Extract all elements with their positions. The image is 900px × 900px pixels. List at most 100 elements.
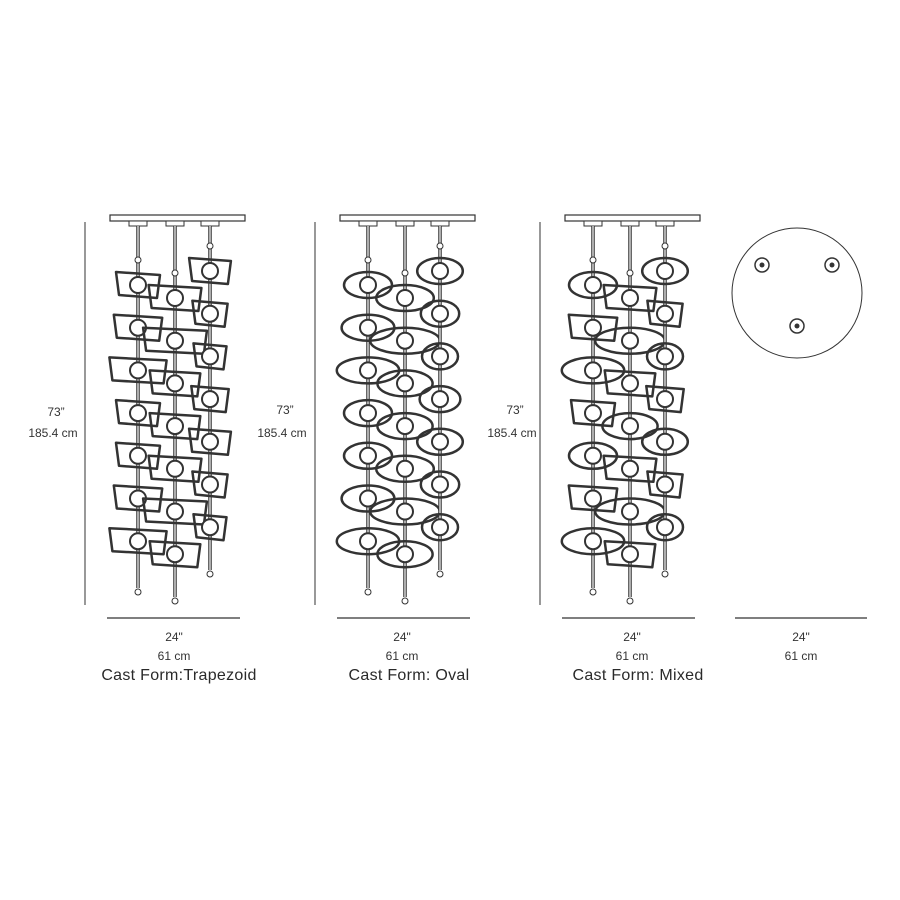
trapezoid-form	[569, 398, 617, 428]
light-globe	[396, 502, 414, 521]
light-globe	[621, 289, 639, 307]
canopy-port-center	[829, 262, 835, 268]
light-globe	[621, 545, 639, 564]
fixture-2-height-cm: 185.4 cm	[257, 426, 307, 440]
fixture-2-height-in: 73”	[276, 403, 294, 417]
light-globe	[656, 347, 674, 366]
fixture-3-caption: Cast Form: Mixed	[572, 667, 704, 684]
rod-end-cap	[589, 588, 597, 596]
canopy-plan-view	[731, 227, 863, 359]
oval-form	[420, 512, 460, 542]
rod-mount	[430, 220, 450, 227]
oval-form	[640, 256, 690, 286]
light-globe	[201, 390, 219, 409]
trapezoid-form	[603, 369, 657, 398]
light-globe	[431, 390, 449, 409]
rod-mount	[358, 220, 378, 227]
light-globe	[396, 459, 414, 478]
rod-bead	[364, 256, 372, 264]
light-globe	[621, 459, 639, 478]
oval-form	[419, 299, 461, 328]
rod-end-cap	[171, 597, 179, 605]
light-globe	[359, 361, 377, 380]
trapezoid-form	[114, 270, 162, 300]
oval-form	[640, 427, 690, 457]
fixture-2-width-in: 24"	[393, 630, 411, 644]
rod-mount	[165, 220, 185, 227]
rod-end-cap	[626, 597, 634, 605]
light-globe	[166, 545, 184, 564]
fixture-3-height-in: 73”	[506, 403, 524, 417]
oval-form	[376, 411, 434, 441]
trapezoid-form	[567, 484, 619, 513]
light-globe	[129, 446, 147, 465]
oval-form	[342, 398, 394, 428]
light-globe	[359, 318, 377, 337]
light-globe	[584, 446, 602, 465]
oval-form	[645, 342, 685, 371]
rod-bead	[661, 242, 669, 250]
canopy-plate	[109, 214, 246, 222]
trapezoid-form	[187, 427, 233, 457]
oval-form	[342, 270, 394, 300]
rod-end-cap	[364, 588, 372, 596]
light-globe	[201, 432, 219, 451]
light-globe	[201, 347, 219, 366]
rod-end-cap	[436, 570, 444, 578]
canopy-plate	[564, 214, 701, 222]
rod-mount	[620, 220, 640, 227]
trapezoid-form	[114, 398, 162, 428]
oval-form	[601, 411, 659, 441]
rod-mount	[583, 220, 603, 227]
trapezoid-form	[646, 470, 684, 499]
trapezoid-form	[148, 369, 202, 398]
trapezoid-form	[148, 539, 202, 569]
canopy-port-center	[794, 323, 800, 329]
light-globe	[656, 304, 674, 323]
oval-form	[415, 427, 465, 457]
trapezoid-form	[148, 411, 202, 441]
rod-bead	[436, 242, 444, 250]
trapezoid-form	[602, 283, 658, 313]
canopy-width-cm: 61 cm	[784, 649, 818, 663]
light-globe	[359, 446, 377, 465]
light-globe	[656, 390, 674, 409]
fixture-3-width-in: 24"	[623, 630, 641, 644]
trapezoid-form	[112, 484, 164, 513]
oval-form	[418, 384, 462, 414]
trapezoid-form	[602, 454, 658, 484]
canopy-plate	[339, 214, 476, 222]
rod-mount	[655, 220, 675, 227]
oval-form	[374, 283, 436, 313]
light-globe	[129, 361, 147, 380]
light-globe	[584, 276, 602, 294]
trapezoid-form	[192, 342, 228, 371]
trapezoid-form	[108, 356, 168, 385]
fixture-1-width-in: 24"	[165, 630, 183, 644]
canopy-port	[789, 318, 805, 334]
light-globe	[431, 304, 449, 323]
oval-form	[376, 369, 434, 398]
light-globe	[656, 518, 674, 537]
fixture-3-width-cm: 61 cm	[615, 649, 649, 663]
fixture-1-height-in: 73”	[47, 405, 65, 419]
canopy-port	[754, 257, 770, 273]
trapezoid-form	[187, 256, 233, 286]
fixture-1-caption: Cast Form:Trapezoid	[101, 667, 257, 684]
rod-bead	[401, 269, 409, 277]
light-globe	[584, 532, 602, 551]
light-globe	[166, 289, 184, 307]
light-globe	[431, 432, 449, 451]
rod-bead	[626, 269, 634, 277]
light-globe	[584, 404, 602, 423]
trapezoid-form	[191, 470, 229, 499]
trapezoid-form	[645, 384, 685, 414]
oval-form	[415, 256, 465, 286]
canopy-width-in: 24"	[792, 630, 810, 644]
light-globe	[431, 518, 449, 537]
trapezoid-form	[192, 512, 228, 542]
light-globe	[621, 374, 639, 393]
light-globe	[431, 262, 449, 280]
trapezoid-form	[112, 313, 164, 342]
